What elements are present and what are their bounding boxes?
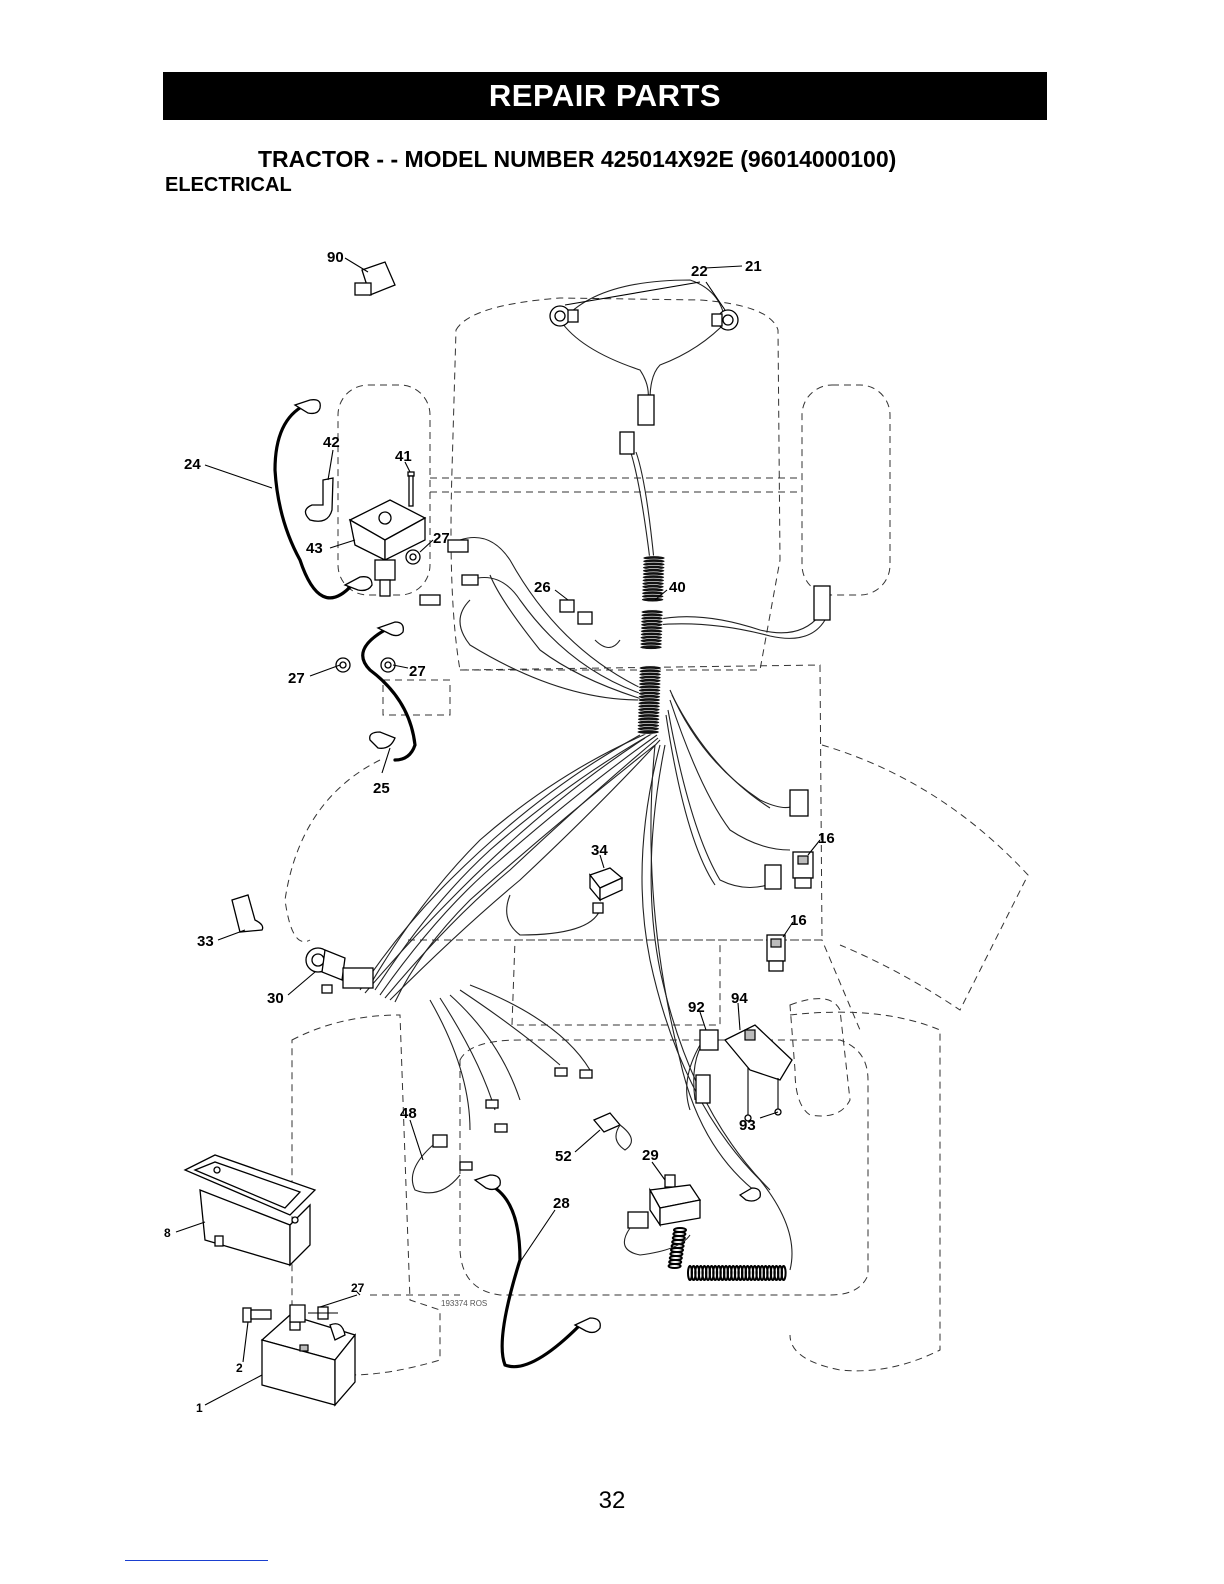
drawing-reference-code: 193374 ROS <box>441 1299 487 1308</box>
callout-52: 52 <box>555 1148 572 1165</box>
callout-42: 42 <box>323 434 340 451</box>
coil-turn <box>669 1264 681 1268</box>
callout-92: 92 <box>688 999 705 1016</box>
headlight-connector <box>638 395 654 425</box>
callout-2: 2 <box>236 1361 243 1375</box>
nut-27-a <box>406 550 420 564</box>
callout-93: 93 <box>739 1117 756 1134</box>
cable-28 <box>490 1185 580 1367</box>
rear-wheel-left <box>292 1015 440 1375</box>
loom-rib <box>637 730 659 734</box>
connector-92-lower <box>696 1075 710 1103</box>
relay-16-b <box>767 935 785 971</box>
callout-28: 28 <box>553 1195 570 1212</box>
ring-terminal-near-29 <box>740 1188 760 1201</box>
screw-41 <box>408 472 414 506</box>
callout-16-a: 16 <box>818 830 835 847</box>
ignition-key <box>355 262 395 295</box>
callout-43: 43 <box>306 540 323 557</box>
ring-terminal-24-top <box>295 400 320 414</box>
battery-1 <box>262 1315 355 1405</box>
connector-48 <box>433 1135 447 1147</box>
callout-25: 25 <box>373 780 390 797</box>
callout-34: 34 <box>591 842 608 859</box>
harness-loom <box>637 556 665 734</box>
callout-27-b: 27 <box>288 670 305 687</box>
connector-upper-right <box>790 790 808 816</box>
key-plate-33 <box>232 895 263 932</box>
rear-wheel-right <box>790 1012 940 1371</box>
callout-33: 33 <box>197 933 214 950</box>
harness-connector-top <box>620 432 634 454</box>
callout-48: 48 <box>400 1105 417 1122</box>
battery-box-8 <box>185 1155 315 1265</box>
callout-26: 26 <box>534 579 551 596</box>
callout-27-d: 27 <box>351 1281 365 1295</box>
terminal-b <box>495 1124 507 1132</box>
rear-fender-right <box>822 745 1028 1010</box>
bracket-94 <box>725 1025 792 1080</box>
callout-41: 41 <box>395 448 412 465</box>
headlight-right <box>712 310 738 330</box>
footer-rule <box>125 1560 268 1561</box>
page-number: 32 <box>0 1487 1224 1515</box>
fuse-holder <box>448 540 468 552</box>
pto-lever-outline <box>790 999 850 1116</box>
diode-connector-26a <box>560 600 574 612</box>
part-52 <box>594 1113 620 1132</box>
rear-fender-left <box>285 760 380 942</box>
plug-near-solenoid <box>420 595 440 605</box>
callout-30: 30 <box>267 990 284 1007</box>
nut-27-b <box>336 658 350 672</box>
coil-turn <box>782 1266 786 1280</box>
connector-near-27 <box>462 575 478 585</box>
nut-27-d <box>308 1307 338 1319</box>
cable-24 <box>275 405 352 598</box>
ring-terminal-25-bottom <box>370 732 395 748</box>
switch-92 <box>700 1030 718 1050</box>
callout-27-a: 27 <box>433 530 450 547</box>
callout-29: 29 <box>642 1147 659 1164</box>
pto-switch-29 <box>650 1175 700 1225</box>
callout-40: 40 <box>669 579 686 596</box>
callout-8: 8 <box>164 1226 171 1240</box>
callout-90: 90 <box>327 249 344 266</box>
terminal-d <box>580 1070 592 1078</box>
ignition-switch-30 <box>306 948 373 993</box>
terminal-near-48 <box>460 1162 472 1170</box>
nut-27-c <box>381 658 395 672</box>
bracket-42 <box>305 478 333 521</box>
connector-near-29 <box>628 1212 648 1228</box>
connector-middle-right <box>765 865 781 889</box>
dash-bracket <box>383 680 450 715</box>
battery-terminal-clip <box>290 1305 305 1322</box>
callout-22: 22 <box>691 263 708 280</box>
terminal-c <box>555 1068 567 1076</box>
terminal-a <box>486 1100 498 1108</box>
seat-deck <box>408 940 860 1030</box>
diode-connector-26b <box>578 612 592 624</box>
loom-rib <box>642 597 664 601</box>
hood-outline <box>451 298 780 670</box>
callout-94: 94 <box>731 990 748 1007</box>
seat-switch-34 <box>590 868 622 913</box>
callout-21: 21 <box>745 258 762 275</box>
loom-rib <box>640 645 662 649</box>
headlight-left <box>550 306 578 326</box>
ring-terminal-28-bottom <box>575 1318 600 1332</box>
callout-16-b: 16 <box>790 912 807 929</box>
callout-24: 24 <box>184 456 201 473</box>
ring-terminal-28-top <box>475 1175 500 1189</box>
relay-16-a <box>793 852 813 888</box>
right-harness-connector <box>814 586 830 620</box>
coiled-cord <box>669 1228 786 1280</box>
callout-27-c: 27 <box>409 663 426 680</box>
bolt-2 <box>243 1308 271 1322</box>
callout-1: 1 <box>196 1401 203 1415</box>
front-wheel-right <box>802 385 890 595</box>
